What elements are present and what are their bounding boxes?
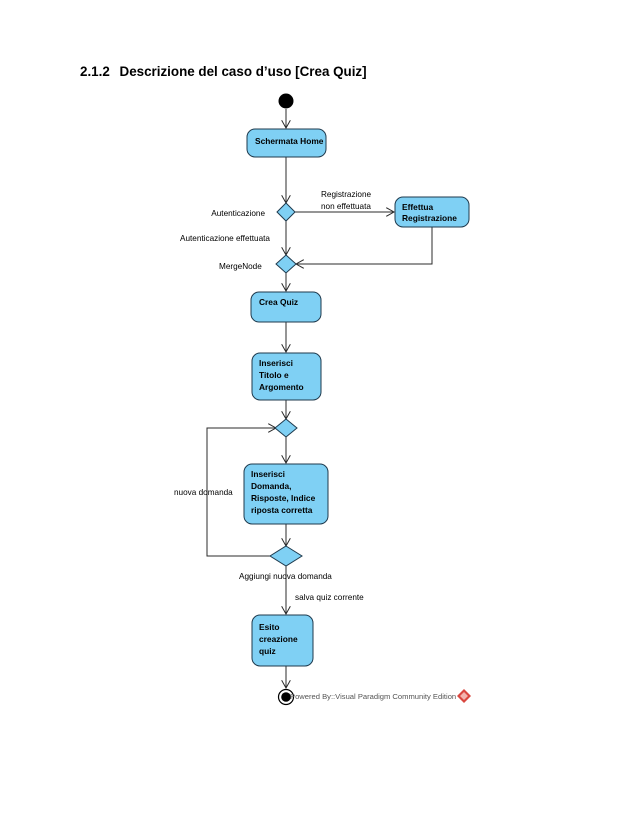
svg-text:Crea Quiz: Crea Quiz xyxy=(259,297,298,307)
node-esito: Esito creazione quiz xyxy=(251,614,314,667)
node-effettua-registrazione: Effettua Registrazione xyxy=(394,196,470,228)
edge-effettua-merge xyxy=(296,227,433,264)
merge-node xyxy=(275,254,297,274)
node-crea-line-1: Crea Quiz xyxy=(259,297,298,307)
label-aggiungi-nuova-domanda: Aggiungi nuova domanda xyxy=(239,572,332,581)
node-crea-quiz: Crea Quiz xyxy=(250,291,322,323)
label-autenticazione-effettuata: Autenticazione effettuata xyxy=(180,234,270,243)
section-title: Descrizione del caso d’uso [Crea Quiz] xyxy=(119,64,367,79)
initial-node xyxy=(278,93,294,109)
label-registrazione-2: non effettuata xyxy=(321,202,371,211)
visual-paradigm-logo-icon xyxy=(457,689,471,703)
watermark-text: Powered By::Visual Paradigm Community Ed… xyxy=(290,692,456,701)
decision-aggiungi xyxy=(269,545,303,567)
label-salva-quiz: salva quiz corrente xyxy=(295,593,364,602)
node-domanda-line-2: Domanda, xyxy=(251,481,292,491)
svg-text:Effettua Registrazione: Effettua Registrazione xyxy=(402,202,457,223)
svg-text:Schermata Home: Schermata Home xyxy=(255,136,324,146)
section-number: 2.1.2 xyxy=(80,64,110,79)
node-titolo-line-2: Titolo e xyxy=(259,370,289,380)
node-esito-line-2: creazione xyxy=(259,634,298,644)
node-esito-line-1: Esito xyxy=(259,622,279,632)
node-home-line-1: Schermata Home xyxy=(255,136,324,146)
svg-text:Inserisci Domanda,: Inserisci Domanda, Risposte, Indice ripo… xyxy=(251,469,318,515)
node-domanda-line-3: Risposte, Indice xyxy=(251,493,316,503)
node-titolo-line-1: Inserisci xyxy=(259,358,293,368)
svg-text:Registrazione non effettua: Registrazione non effettuata xyxy=(321,190,373,211)
node-inserisci-titolo: Inserisci Titolo e Argomento xyxy=(251,352,322,401)
merge-loop-node xyxy=(274,418,298,438)
node-schermata-home: Schermata Home xyxy=(246,128,327,158)
label-autenticazione: Autenticazione xyxy=(211,209,265,218)
svg-text:Esito creazione qu: Esito creazione quiz xyxy=(259,622,300,656)
node-domanda-line-4: riposta corretta xyxy=(251,505,313,515)
final-node xyxy=(277,688,295,706)
page-title: 2.1.2 Descrizione del caso d’uso [Crea Q… xyxy=(80,64,367,79)
node-effettua-line-2: Registrazione xyxy=(402,213,457,223)
label-registrazione-1: Registrazione xyxy=(321,190,372,199)
decision-autenticazione xyxy=(276,202,296,222)
edges xyxy=(206,109,433,688)
node-domanda-line-1: Inserisci xyxy=(251,469,285,479)
node-titolo-line-3: Argomento xyxy=(259,382,304,392)
edge-nuova-domanda xyxy=(206,428,276,557)
node-inserisci-domanda: Inserisci Domanda, Risposte, Indice ripo… xyxy=(243,463,329,525)
label-nuova-domanda: nuova domanda xyxy=(174,488,233,497)
label-merge-node: MergeNode xyxy=(219,262,262,271)
node-esito-line-3: quiz xyxy=(259,646,276,656)
svg-text:Inserisci Titolo e: Inserisci Titolo e Argomento xyxy=(259,358,304,392)
node-effettua-line-1: Effettua xyxy=(402,202,434,212)
